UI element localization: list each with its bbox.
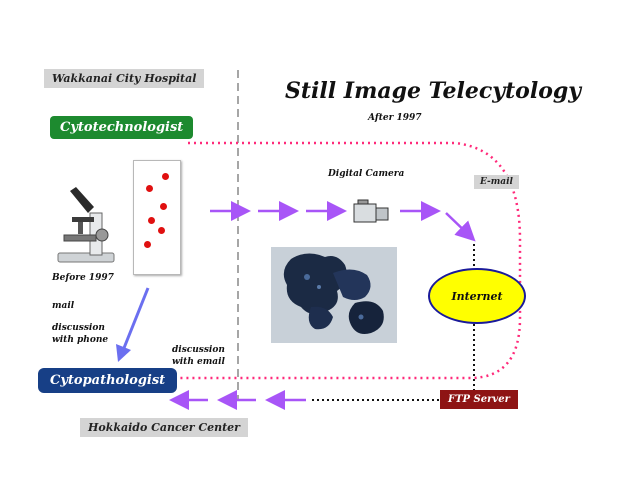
microscope-icon (50, 185, 120, 265)
location-top: Wakkanai City Hospital (44, 69, 205, 88)
email-path (170, 141, 522, 380)
mail-arrow-head (116, 344, 131, 362)
ftp-server-node: FTP Server (440, 390, 518, 409)
internet-node: Internet (428, 268, 526, 324)
cell-dot (146, 185, 153, 192)
role-cytotechnologist: Cytotechnologist (50, 116, 194, 139)
mail-label: mail (52, 301, 75, 311)
mail-arrow (122, 287, 150, 349)
discussion-phone-line1: discussion (52, 323, 105, 333)
cell-dot (160, 203, 167, 210)
cell-dot (158, 227, 165, 234)
internet-label: Internet (451, 289, 503, 303)
cell-dot (162, 173, 169, 180)
diagram-subtitle: After 1997 (368, 113, 422, 123)
email-label: E-mail (474, 175, 519, 189)
cytology-image (271, 247, 397, 343)
discussion-email-line1: discussion (172, 345, 225, 355)
discussion-email-line2: with email (172, 357, 225, 367)
before-1997-label: Before 1997 (52, 273, 114, 283)
location-bottom: Hokkaido Cancer Center (80, 418, 248, 437)
glass-slide (133, 160, 181, 275)
diagram-title: Still Image Telecytology (285, 78, 582, 104)
camera-label: Digital Camera (328, 169, 405, 179)
upload-flow-arrows (210, 201, 476, 242)
camera-icon (352, 198, 392, 226)
cell-dot (148, 217, 155, 224)
cell-dot (144, 241, 151, 248)
discussion-phone-line2: with phone (52, 335, 109, 345)
role-cytopathologist: Cytopathologist (38, 368, 178, 393)
